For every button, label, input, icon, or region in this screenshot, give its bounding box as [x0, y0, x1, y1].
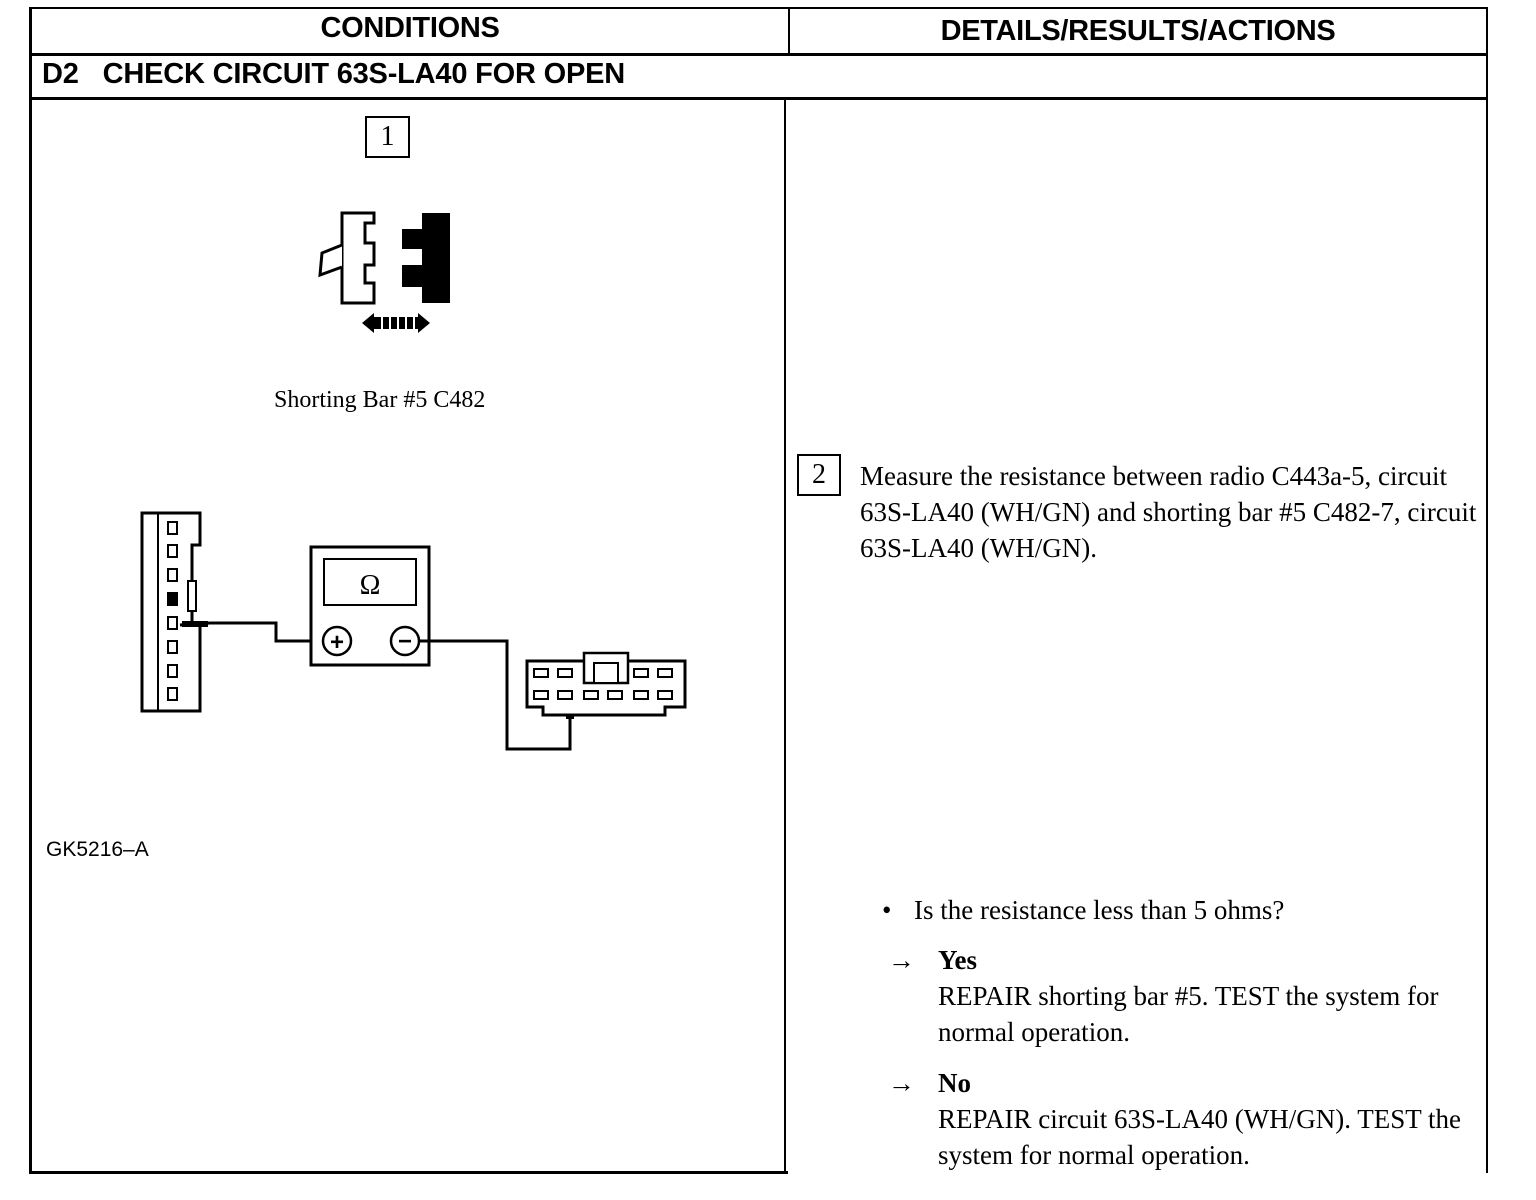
radio-connector-c443a — [140, 511, 202, 713]
bullet-icon: • — [882, 895, 892, 925]
positive-terminal — [321, 625, 353, 657]
arrow-right-icon: → — [888, 945, 915, 975]
step-1-box: 1 — [365, 116, 410, 158]
ohm-symbol: Ω — [360, 570, 381, 601]
arrow-right-icon: → — [888, 1068, 915, 1098]
meter-wiring-diagram: Ω + − — [140, 511, 687, 751]
table-border-top — [30, 7, 1488, 9]
measure-instruction: Measure the resistance between radio C44… — [860, 461, 1477, 563]
connector-half-open — [340, 211, 376, 305]
test-title: CHECK CIRCUIT 63S-LA40 FOR OPEN — [102, 58, 626, 90]
body-column-divider — [784, 99, 786, 1174]
minus-sign: − — [398, 628, 412, 655]
figure-id: GK5216–A — [46, 838, 149, 861]
yes-action: REPAIR shorting bar #5. TEST the system … — [938, 981, 1439, 1047]
table-border-left — [29, 7, 32, 1173]
plus-sign: + — [330, 629, 344, 656]
question: • Is the resistance less than 5 ohms? — [882, 892, 1284, 928]
no-label: No — [938, 1068, 971, 1098]
ohmmeter: Ω + − — [309, 545, 431, 667]
connector-latch — [318, 243, 343, 278]
table-border-bottom — [29, 1171, 788, 1174]
question-text: Is the resistance less than 5 ohms? — [914, 895, 1285, 925]
details-header: DETAILS/RESULTS/ACTIONS — [940, 15, 1336, 47]
probe-wire-negative — [419, 639, 572, 751]
header-column-divider — [788, 7, 790, 55]
header-divider — [30, 53, 1488, 56]
shorting-bar-connector-c482 — [525, 651, 687, 717]
yes-label: Yes — [938, 945, 977, 975]
test-code: D2 — [42, 58, 79, 90]
test-title-row: D2 CHECK CIRCUIT 63S-LA40 FOR OPEN — [42, 54, 625, 94]
shorting-bar-illustration — [318, 211, 450, 333]
title-divider — [30, 97, 1488, 100]
connector-half-closed — [402, 213, 450, 303]
conditions-header: CONDITIONS — [320, 12, 500, 44]
table-border-right — [1486, 7, 1488, 1173]
shorting-bar-caption: Shorting Bar #5 C482 — [274, 387, 486, 413]
no-action: REPAIR circuit 63S-LA40 (WH/GN). TEST th… — [938, 1104, 1461, 1170]
step-2-box: 2 — [797, 454, 841, 496]
